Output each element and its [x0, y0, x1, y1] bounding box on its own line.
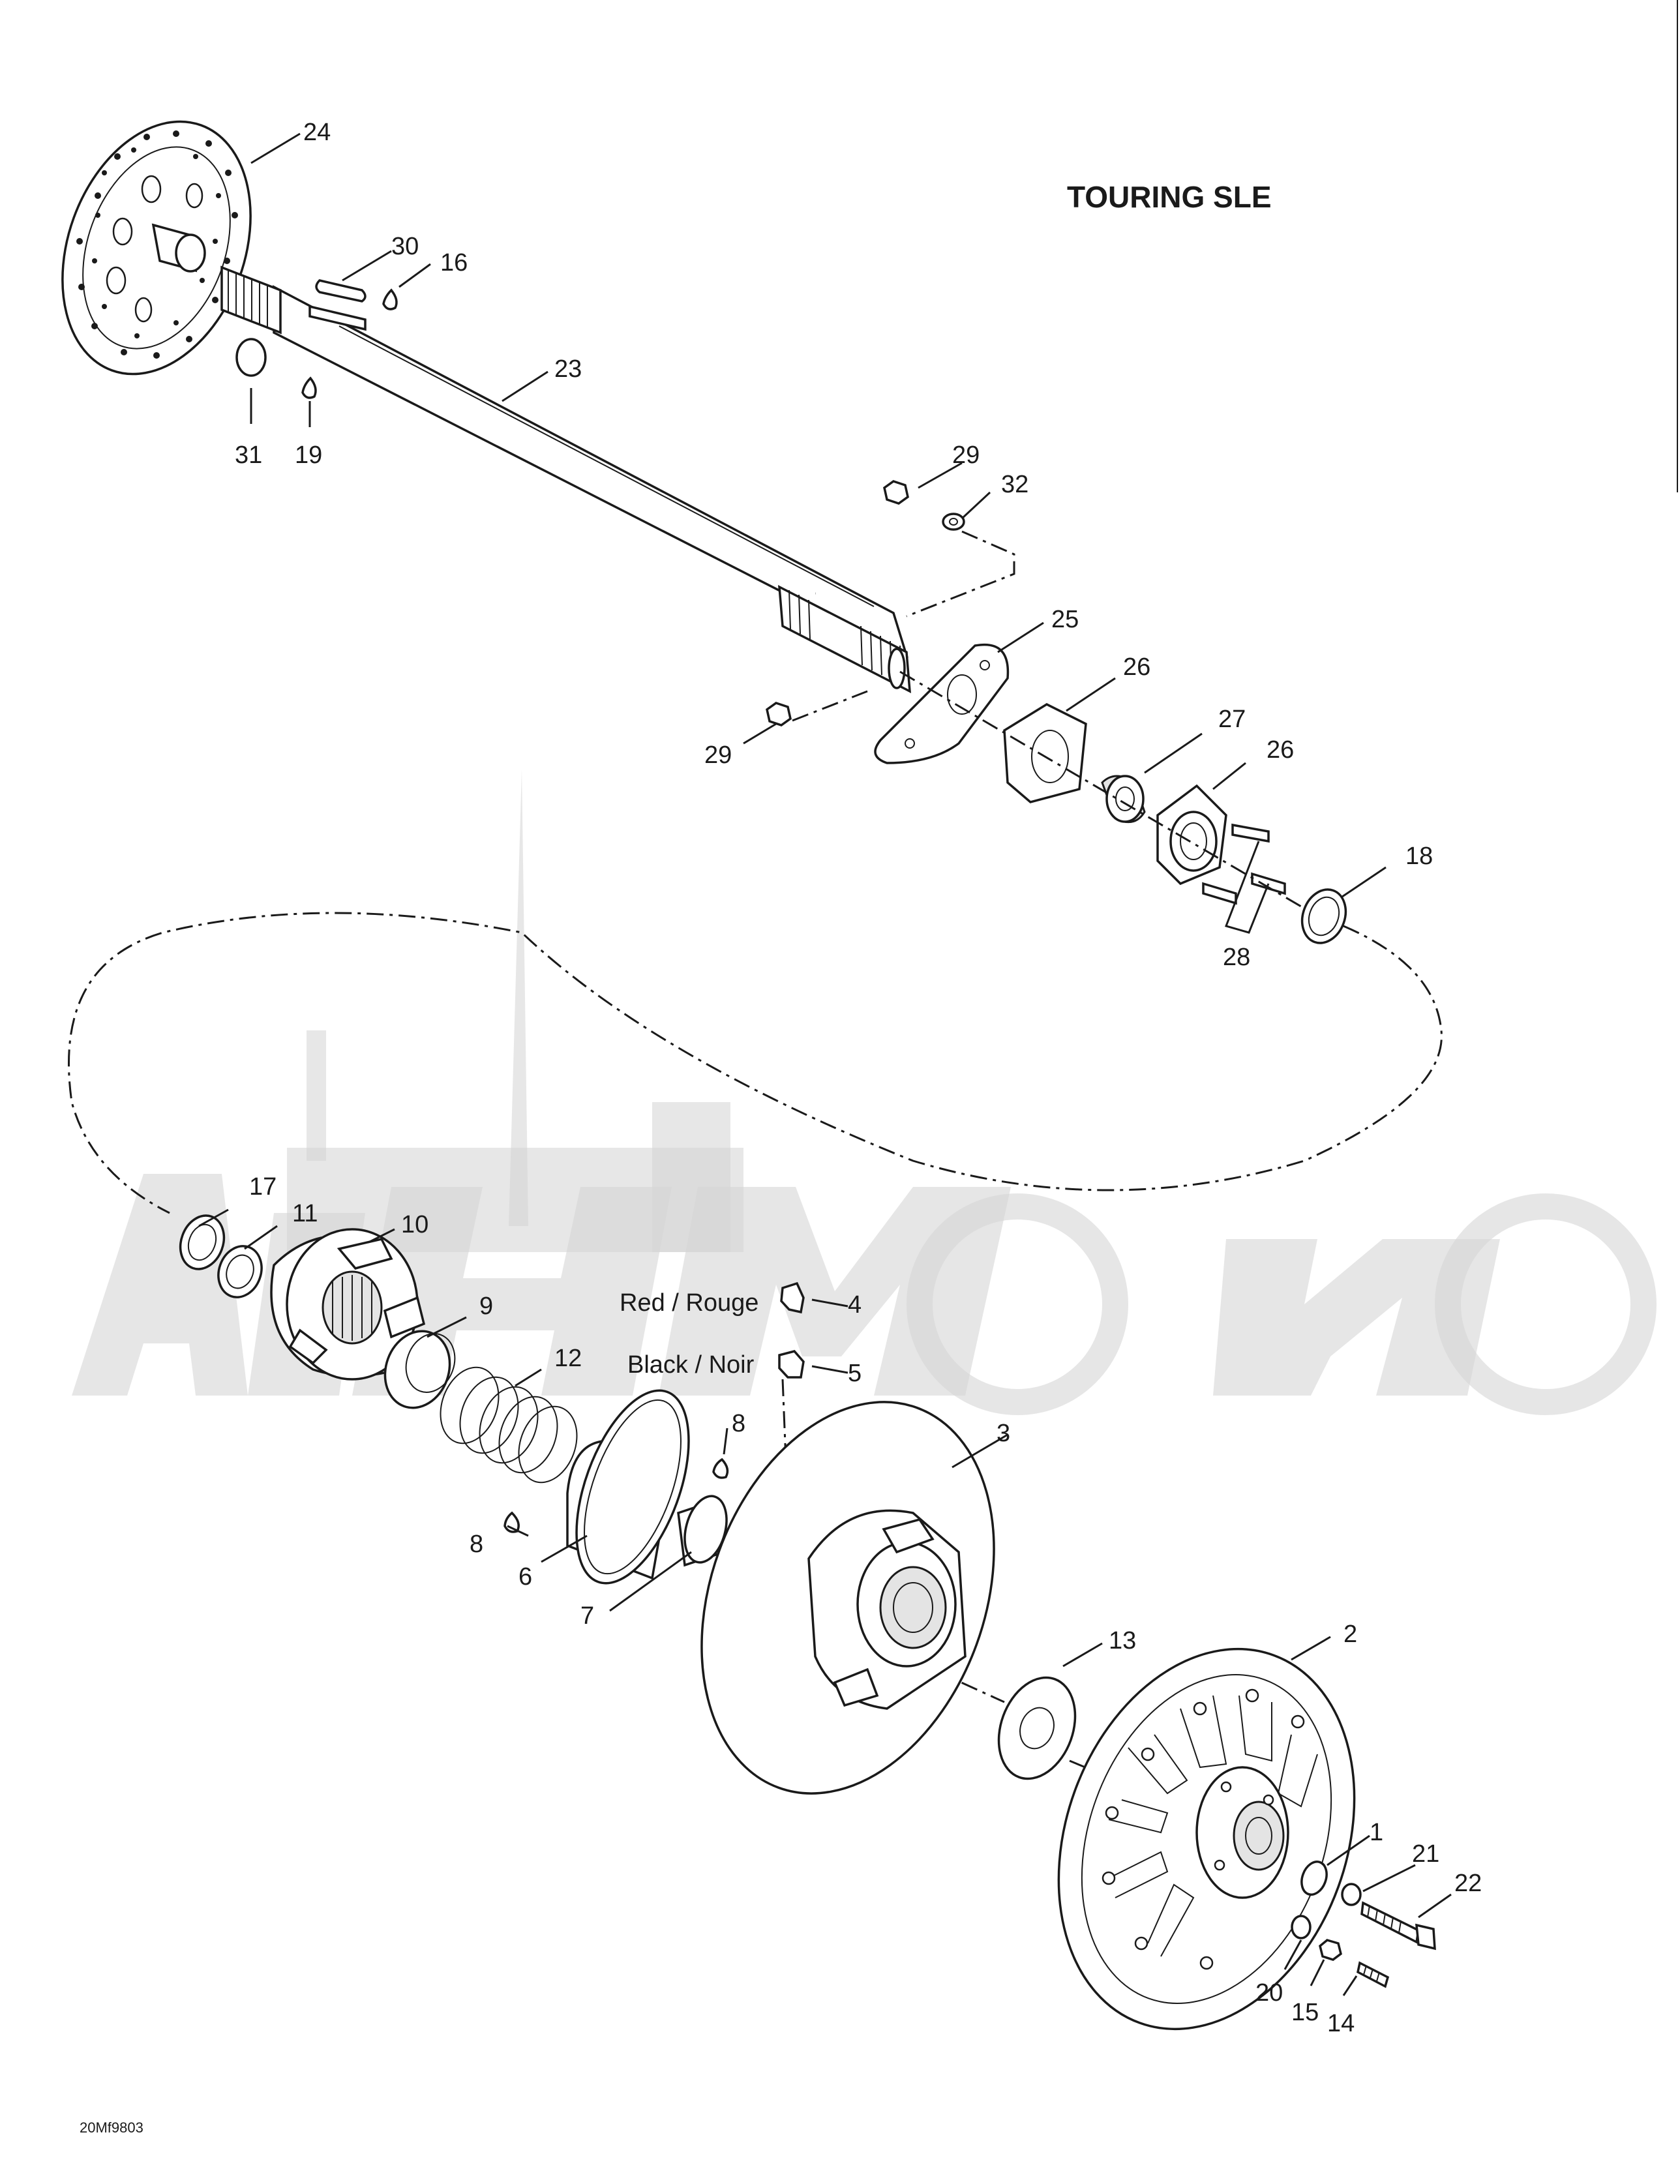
washer-1 [1300, 1861, 1328, 1896]
callout-16: 16 [440, 249, 468, 277]
circlip-31 [235, 338, 267, 377]
adjuster-black-label: Black / Noir [627, 1351, 755, 1379]
adjuster-red-label: Red / Rouge [620, 1289, 758, 1317]
adjuster-red-4 [780, 1281, 805, 1314]
bushing-9 [383, 1330, 451, 1409]
washer-13 [997, 1676, 1077, 1780]
callout-26-a: 26 [1123, 653, 1150, 681]
callout-3: 3 [997, 1420, 1010, 1447]
callouts: 24 30 16 23 31 19 29 32 25 26 27 26 29 1… [235, 119, 1482, 2037]
callout-32: 32 [1001, 471, 1028, 498]
callout-6: 6 [518, 1563, 532, 1591]
callout-27: 27 [1218, 706, 1246, 733]
callout-19: 19 [295, 441, 322, 469]
leader-lines [198, 132, 1452, 1996]
callout-11: 11 [292, 1200, 318, 1227]
adjuster-black-5 [778, 1350, 805, 1379]
callout-4: 4 [848, 1291, 862, 1319]
bearing-housing-assembly [766, 480, 1347, 944]
key-30 [315, 279, 367, 303]
sliding-half-3 [700, 1401, 995, 1795]
callout-2: 2 [1343, 1621, 1357, 1648]
callout-22: 22 [1454, 1870, 1482, 1897]
callout-20: 20 [1255, 1979, 1283, 2007]
callout-1: 1 [1370, 1819, 1383, 1846]
nut-21 [1341, 1883, 1362, 1906]
callout-23: 23 [554, 355, 582, 383]
washer-20 [1291, 1915, 1312, 1939]
callout-26-b: 26 [1267, 736, 1294, 764]
cover-6 [566, 1389, 690, 1585]
callout-31: 31 [235, 441, 262, 469]
callout-30: 30 [391, 233, 419, 260]
callout-18: 18 [1405, 843, 1433, 870]
callout-24: 24 [303, 119, 331, 146]
spring-12 [440, 1366, 578, 1484]
set-screw-19 [301, 376, 317, 399]
diagram-title: TOURING SLE [1067, 180, 1272, 214]
callout-28: 28 [1223, 944, 1250, 971]
set-screw-16 [382, 288, 398, 310]
callout-13: 13 [1109, 1627, 1136, 1654]
fixed-half-2 [1057, 1647, 1356, 2031]
drawing-code: 20Mf9803 [80, 2119, 143, 2136]
callout-5: 5 [848, 1360, 862, 1387]
callout-29-bottom: 29 [704, 741, 732, 769]
callout-14: 14 [1327, 2010, 1355, 2037]
callout-8-lower: 8 [470, 1531, 483, 1558]
cam-10 [270, 1228, 426, 1381]
bolt-22 [1360, 1901, 1436, 1951]
callout-9: 9 [479, 1293, 493, 1320]
screw-14 [1357, 1961, 1390, 1988]
callout-12: 12 [554, 1345, 582, 1372]
driven-shaft [220, 265, 912, 693]
callout-17: 17 [249, 1173, 277, 1201]
callout-7: 7 [580, 1602, 594, 1630]
callout-21: 21 [1412, 1840, 1439, 1868]
callout-10: 10 [401, 1211, 428, 1238]
nut-15 [1319, 1939, 1342, 1961]
set-screw-8-upper [712, 1458, 729, 1479]
callout-15: 15 [1291, 1999, 1319, 2026]
callout-25: 25 [1051, 606, 1079, 633]
callout-8-upper: 8 [732, 1410, 745, 1437]
callout-29-top: 29 [952, 441, 980, 469]
bushing-7 [677, 1495, 728, 1567]
